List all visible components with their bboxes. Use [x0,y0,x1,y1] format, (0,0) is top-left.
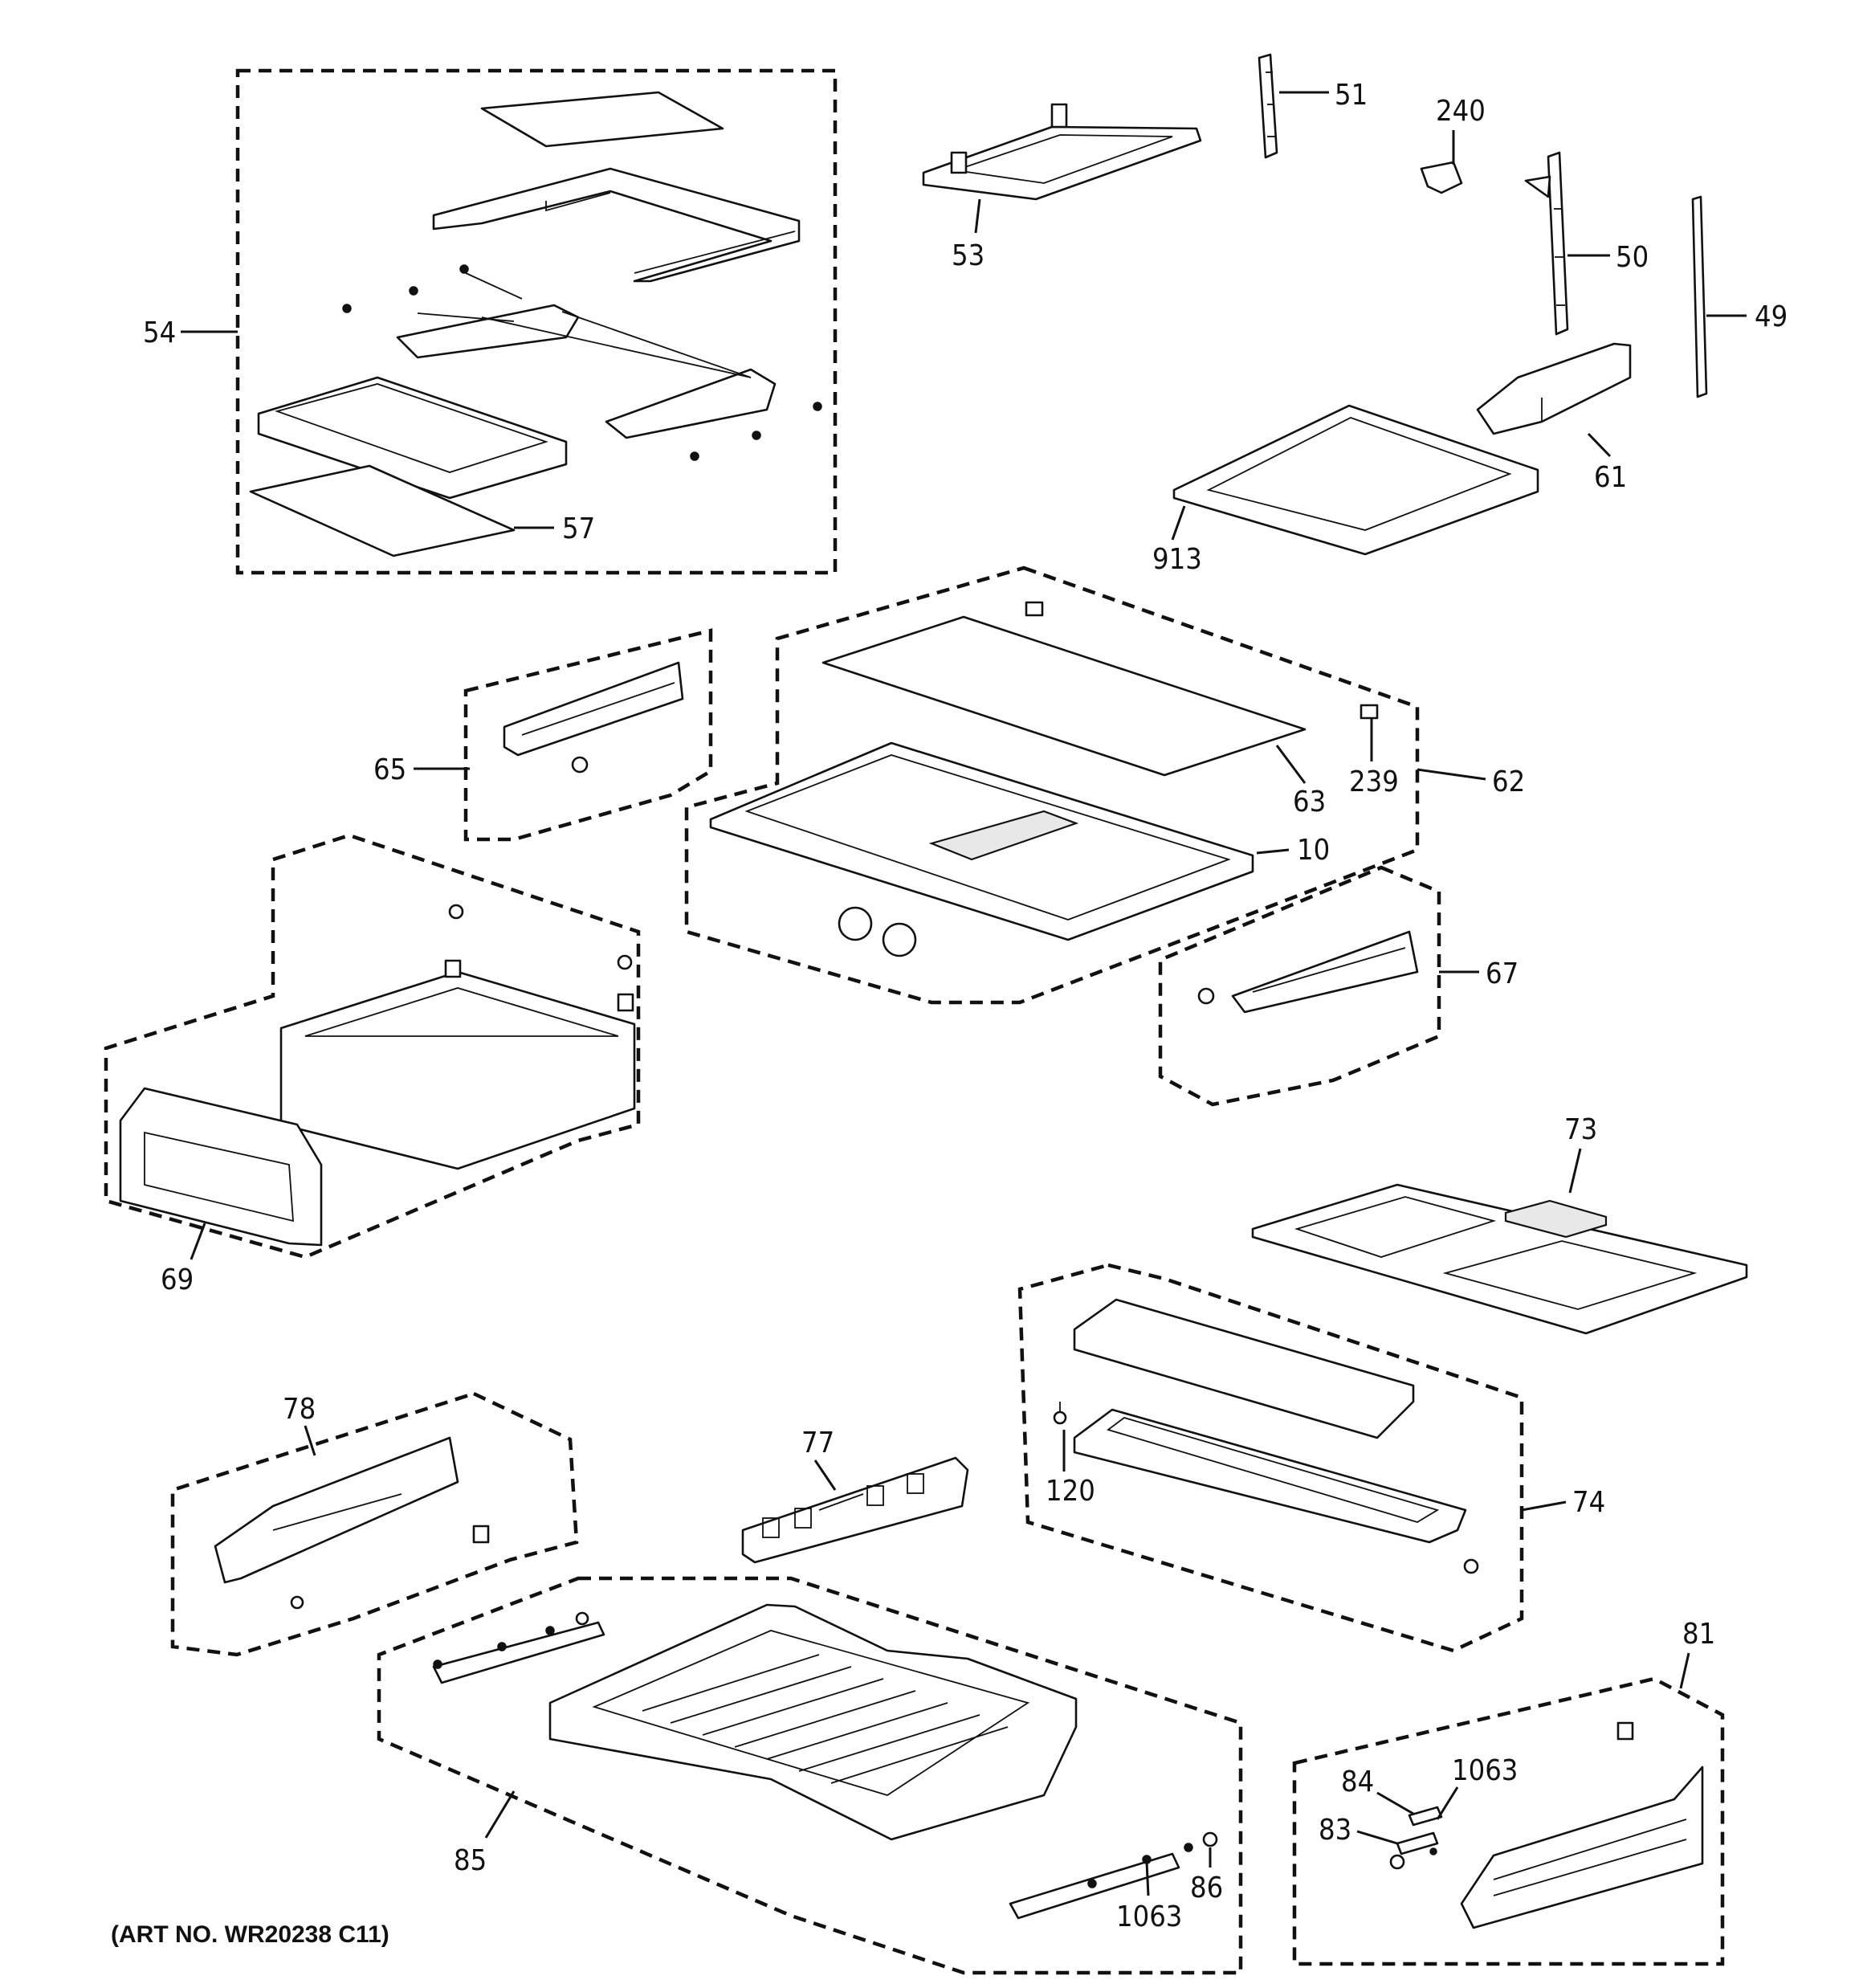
group-54-boundary [235,68,838,575]
leader-73 [1568,1148,1582,1194]
screw-icon [813,402,822,411]
part-shelf-frame-upper [432,167,801,283]
part-77-drawer-front [741,1456,969,1564]
callout-239: 239 [1349,765,1399,798]
callout-85: 85 [454,1844,487,1877]
callout-74: 74 [1572,1486,1605,1519]
callout-78: 78 [283,1393,316,1426]
group-74-boundary [1017,1263,1524,1653]
callout-54: 54 [143,316,176,349]
callout-86: 86 [1190,1872,1223,1904]
leader-913 [1171,505,1186,541]
part-81-rail-assembly [1389,1721,1704,1929]
group-69-boundary [104,833,641,1259]
leader-1063a [1436,1786,1459,1820]
part-74-drawer-cover [1053,1298,1479,1574]
callout-1063-lower: 1063 [1116,1900,1182,1933]
callout-63: 63 [1293,786,1326,818]
leader-78 [304,1425,316,1456]
part-53-door-bin-cover [922,103,1202,201]
part-913-shelf [1172,404,1539,556]
leader-69 [190,1223,206,1260]
group-67-boundary [1158,865,1441,1107]
group-78-boundary [170,1391,579,1657]
part-shelf-insert-bottom [249,464,516,557]
callout-49: 49 [1755,300,1788,333]
group-85-boundary [377,1576,1243,1975]
callout-77: 77 [801,1427,834,1459]
leader-62 [1417,768,1486,781]
leader-85 [484,1790,516,1839]
part-shelf-brackets [342,264,822,461]
leader-63 [1275,745,1307,784]
callout-84: 84 [1341,1766,1374,1798]
group-81-boundary [1292,1676,1725,1966]
screw-icon [690,451,699,461]
part-63-glass [821,615,1307,777]
leader-77 [813,1459,837,1491]
part-10-crisper-cover-frame [709,741,1254,957]
part-65-slide-rail [503,661,684,774]
part-roller [882,922,917,957]
callout-120: 120 [1046,1475,1095,1508]
leader-61 [1587,432,1612,458]
part-49-rail [1691,195,1708,398]
art-number-label: (ART NO. WR20238 C11) [111,1921,389,1948]
callout-62: 62 [1492,765,1525,798]
callout-240: 240 [1436,95,1486,128]
part-73-divider-shelf [1251,1183,1748,1335]
leader-83 [1356,1830,1398,1845]
leader-84 [1376,1791,1414,1815]
group-65-boundary [463,628,713,842]
callout-81: 81 [1682,1618,1715,1651]
callout-67: 67 [1486,957,1519,990]
part-69-drawer [119,904,636,1247]
group-62-boundary [684,565,1420,1005]
part-glass-shelf-lower [257,376,568,500]
leader-1063b [1145,1861,1150,1896]
part-239-clip [1360,704,1379,720]
part-78-rail [214,1436,490,1610]
callout-51: 51 [1335,79,1368,112]
leader-81 [1679,1652,1690,1689]
part-85-pan-drawer [432,1603,1218,1920]
part-240-clip [1420,161,1463,194]
part-61-bin [1476,342,1632,435]
screw-icon [752,431,761,440]
callout-913: 913 [1152,543,1202,576]
callout-1063-upper: 1063 [1452,1754,1518,1787]
callout-57: 57 [562,512,595,545]
part-50-rail [1524,151,1569,336]
screw-icon [409,286,418,296]
callout-65: 65 [373,753,406,786]
screw-icon [342,304,352,313]
callout-50: 50 [1616,241,1649,274]
callout-53: 53 [952,239,984,272]
callout-69: 69 [161,1263,194,1296]
callout-73: 73 [1564,1113,1597,1146]
callout-83: 83 [1319,1814,1351,1847]
part-67-slide-rail [1197,930,1419,1014]
callout-61: 61 [1594,461,1627,494]
leader-74 [1521,1500,1567,1512]
callout-10: 10 [1297,834,1330,867]
leader-53 [974,198,981,234]
leader-10 [1256,848,1290,855]
part-roller [838,906,873,941]
screw-icon [459,264,469,274]
part-51-hinge-strip [1258,53,1278,159]
part-shelf-insert-top [480,91,724,148]
part-clip [1025,601,1044,617]
